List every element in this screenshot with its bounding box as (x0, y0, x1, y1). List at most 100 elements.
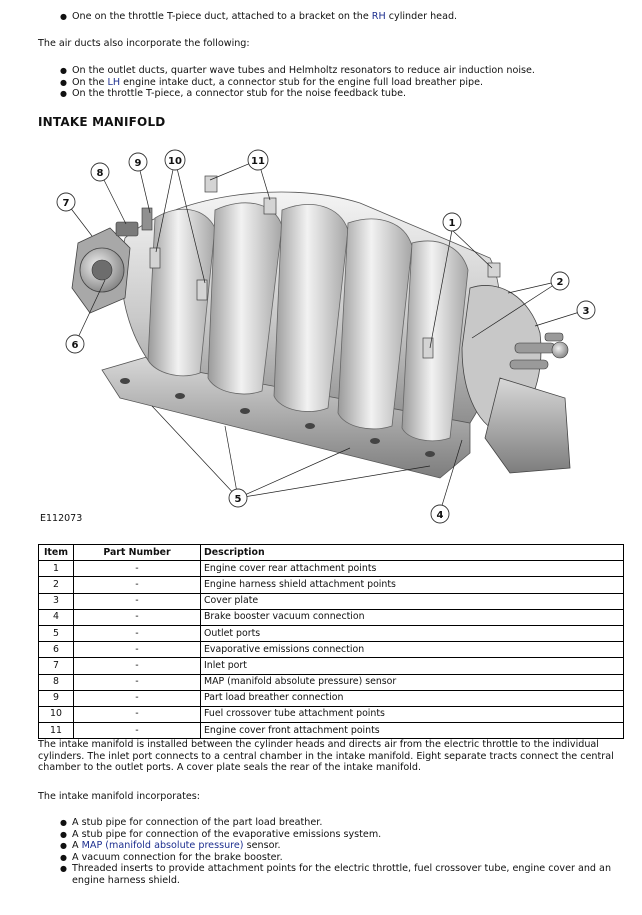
cell-description: Part load breather connection (200, 689, 624, 707)
cell-part-number: - (73, 689, 201, 707)
cell-item: 2 (38, 576, 74, 594)
top-bullet-list: One on the throttle T-piece duct, attach… (38, 11, 457, 23)
callout-11: 11 (247, 149, 269, 171)
callouts: 1 2 3 4 5 6 7 8 9 10 11 (56, 149, 596, 524)
callout-4: 4 (430, 504, 450, 524)
cell-part-number: - (73, 560, 201, 578)
callout-9: 9 (128, 152, 148, 172)
cell-part-number: - (73, 641, 201, 659)
parts-table: Item Part Number Description 1-Engine co… (38, 543, 624, 740)
cell-description: MAP (manifold absolute pressure) sensor (200, 673, 624, 691)
table-row: 9-Part load breather connection (38, 689, 624, 707)
cell-item: 6 (38, 641, 74, 659)
outlet-port-holes (120, 378, 435, 457)
list-item: Threaded inserts to provide attachment p… (38, 863, 611, 886)
table-row: 3-Cover plate (38, 592, 624, 610)
cell-description: Fuel crossover tube attachment points (200, 705, 624, 724)
part-load-breather-connection (141, 207, 153, 231)
callout-10: 10 (164, 149, 186, 171)
list-item: A vacuum connection for the brake booste… (38, 852, 611, 864)
callout-1: 1 (442, 212, 462, 232)
svg-text:3: 3 (583, 306, 590, 317)
svg-text:4: 4 (437, 510, 444, 521)
callout-7: 7 (56, 192, 76, 212)
incorporates-list: A stub pipe for connection of the part l… (38, 817, 611, 887)
cell-description: Engine harness shield attachment points (200, 576, 624, 594)
cell-item: 3 (38, 592, 74, 610)
table-row: 1-Engine cover rear attachment points (38, 560, 624, 578)
list-item: On the throttle T-piece, a connector stu… (38, 88, 535, 100)
list-item: A MAP (manifold absolute pressure) senso… (38, 840, 611, 852)
cell-description: Outlet ports (200, 624, 624, 643)
section-title: INTAKE MANIFOLD (38, 115, 166, 129)
evap-and-vacuum-connections (509, 332, 569, 370)
cell-part-number: - (73, 608, 201, 626)
cell-part-number: - (73, 592, 201, 610)
table-row: 11-Engine cover front attachment points (38, 722, 624, 740)
list-item: A stub pipe for connection of the part l… (38, 817, 611, 829)
cell-description: Engine cover front attachment points (200, 722, 624, 740)
svg-text:9: 9 (135, 158, 142, 169)
description-paragraph: The intake manifold is installed between… (38, 739, 614, 774)
svg-text:1: 1 (449, 218, 456, 229)
ducts-intro: The air ducts also incorporate the follo… (38, 38, 250, 49)
table-row: 8-MAP (manifold absolute pressure) senso… (38, 673, 624, 691)
cell-description: Engine cover rear attachment points (200, 560, 624, 578)
svg-text:6: 6 (72, 340, 79, 351)
cell-description: Brake booster vacuum connection (200, 608, 624, 626)
svg-text:8: 8 (97, 168, 104, 179)
cell-description: Inlet port (200, 657, 624, 675)
table-row: 5-Outlet ports (38, 624, 624, 643)
cell-item: 9 (38, 689, 74, 707)
table-row: 2-Engine harness shield attachment point… (38, 576, 624, 594)
duct-bullet-list: On the outlet ducts, quarter wave tubes … (38, 65, 535, 100)
cell-part-number: - (73, 705, 201, 724)
list-item: One on the throttle T-piece duct, attach… (38, 11, 457, 23)
svg-text:10: 10 (168, 156, 182, 167)
cell-item: 10 (38, 705, 74, 724)
list-item: A stub pipe for connection of the evapor… (38, 829, 611, 841)
list-item: On the LH engine intake duct, a connecto… (38, 77, 535, 89)
cell-part-number: - (73, 576, 201, 594)
figure-id: E112073 (40, 513, 82, 524)
header-item: Item (38, 543, 74, 562)
callout-2: 2 (550, 271, 570, 291)
lh-link[interactable]: LH (107, 76, 121, 88)
map-link[interactable]: MAP (manifold absolute pressure) (81, 840, 244, 852)
list-item: On the outlet ducts, quarter wave tubes … (38, 65, 535, 77)
cell-description: Cover plate (200, 592, 624, 610)
callout-5: 5 (228, 488, 248, 508)
table-row: 7-Inlet port (38, 657, 624, 675)
callout-6: 6 (65, 334, 85, 354)
cell-part-number: - (73, 657, 201, 675)
callout-3: 3 (576, 300, 596, 320)
intake-manifold-figure: 1 2 3 4 5 6 7 8 9 10 11 E112073 (40, 149, 596, 524)
callout-8: 8 (90, 162, 110, 182)
table-header-row: Item Part Number Description (38, 543, 624, 562)
rh-link[interactable]: RH (371, 11, 386, 22)
cell-part-number: - (73, 722, 201, 740)
inlet-port-throttle (71, 227, 131, 314)
cell-item: 8 (38, 673, 74, 691)
svg-text:2: 2 (557, 277, 564, 288)
incorporates-intro: The intake manifold incorporates: (38, 791, 200, 802)
map-sensor (115, 221, 139, 237)
cell-item: 1 (38, 560, 74, 578)
cell-item: 7 (38, 657, 74, 675)
manifold-runners (147, 202, 469, 442)
svg-text:7: 7 (63, 198, 70, 209)
attachment-bosses (149, 175, 501, 359)
rear-cover-plate (461, 285, 571, 474)
cell-item: 11 (38, 722, 74, 740)
header-part-number: Part Number (73, 543, 201, 562)
cell-part-number: - (73, 624, 201, 643)
cell-item: 4 (38, 608, 74, 626)
table-row: 10-Fuel crossover tube attachment points (38, 705, 624, 724)
header-description: Description (200, 543, 624, 562)
cell-part-number: - (73, 673, 201, 691)
cell-description: Evaporative emissions connection (200, 641, 624, 659)
table-row: 6-Evaporative emissions connection (38, 641, 624, 659)
svg-text:5: 5 (235, 494, 242, 505)
table-row: 4-Brake booster vacuum connection (38, 608, 624, 626)
